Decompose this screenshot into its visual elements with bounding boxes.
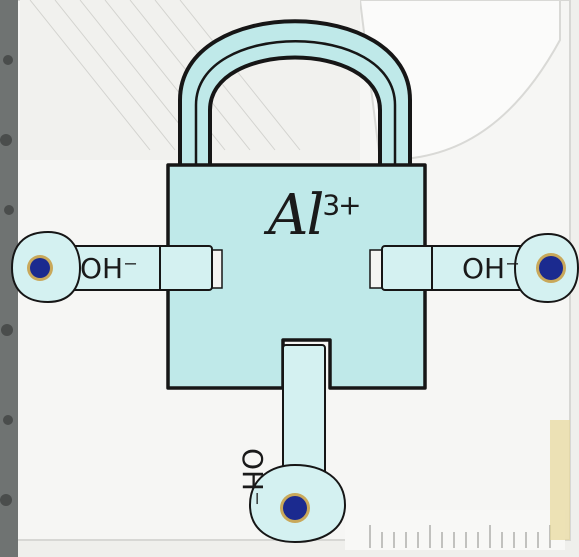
ligand-tab-bottom — [248, 344, 347, 544]
cation-charge: 3+ — [322, 188, 361, 222]
lock-shackle — [178, 19, 412, 172]
bead-left — [30, 258, 50, 278]
ligand-tab-right — [381, 232, 579, 304]
ligand-label-bottom: OH⁻ — [236, 448, 269, 506]
cation-symbol: Al — [268, 183, 324, 248]
ligand-label-left: OH⁻ — [80, 252, 138, 285]
bead-right — [539, 256, 563, 280]
ligand-label-right: OH⁻ — [462, 252, 520, 285]
cation-label: Al3+ — [268, 188, 362, 244]
ligand-tab-left — [10, 230, 213, 304]
bead-bottom — [283, 496, 307, 520]
